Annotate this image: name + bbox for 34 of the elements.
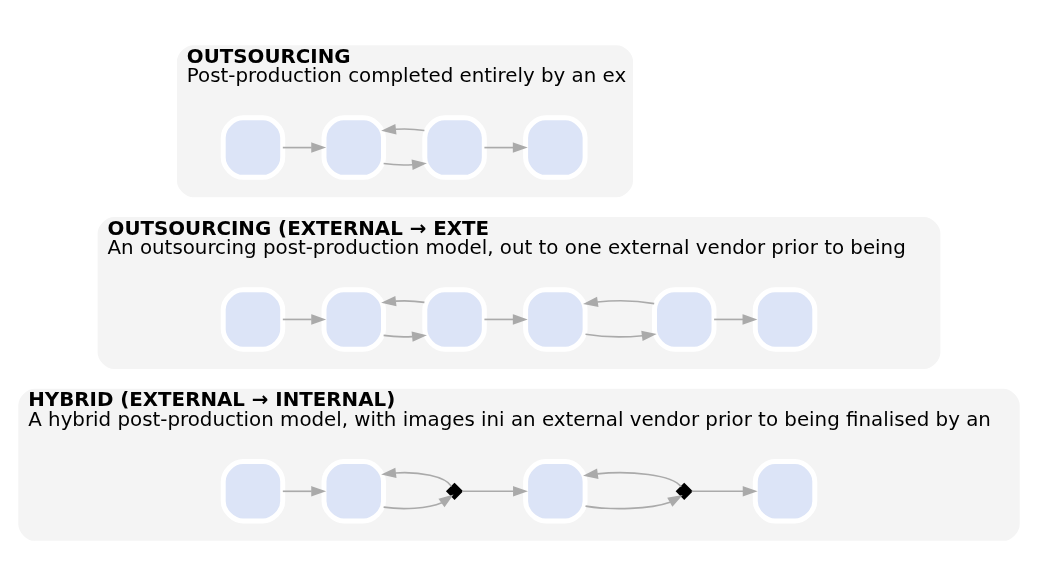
node-box — [652, 287, 717, 352]
arrow — [584, 494, 683, 510]
node-diamond — [445, 482, 464, 500]
arrow — [483, 142, 528, 153]
arrow — [583, 468, 682, 488]
arrow — [483, 314, 528, 325]
node-box — [523, 287, 588, 352]
node-box — [220, 459, 286, 524]
arrow — [381, 295, 426, 307]
arrow — [583, 296, 656, 308]
node-box — [523, 115, 588, 180]
node-box — [523, 459, 588, 524]
arrow — [381, 467, 453, 488]
node-box — [220, 115, 286, 180]
arrow — [382, 331, 427, 342]
arrow — [713, 314, 758, 325]
node-box — [321, 287, 386, 352]
arrow — [461, 486, 528, 497]
node-box — [422, 115, 487, 180]
node-box — [220, 287, 286, 352]
arrow — [690, 486, 758, 497]
arrow — [382, 159, 427, 170]
arrow — [381, 124, 426, 135]
node-box — [752, 459, 818, 524]
arrow — [584, 330, 657, 341]
arrow — [282, 142, 327, 153]
node-box — [752, 287, 818, 352]
node-diamond — [675, 482, 693, 500]
node-box — [321, 459, 386, 524]
node-box — [422, 287, 487, 352]
arrow — [382, 494, 454, 510]
node-box — [321, 115, 386, 180]
arrow — [282, 314, 327, 325]
arrow — [282, 486, 327, 497]
